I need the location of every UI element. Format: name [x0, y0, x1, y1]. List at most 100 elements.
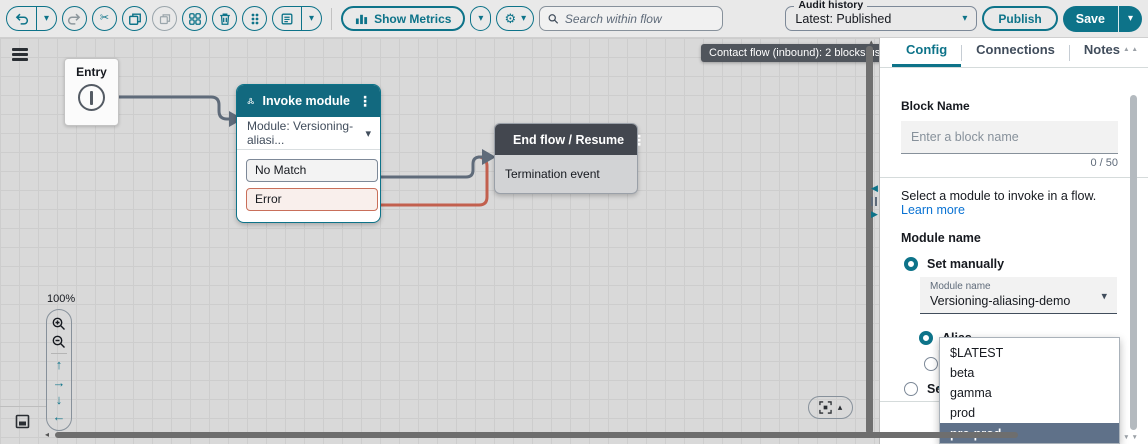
char-counter: 0 / 50 — [1090, 157, 1118, 169]
end-flow-header[interactable]: End flow / Resume ⋮ — [495, 124, 646, 155]
search-input[interactable] — [564, 11, 715, 26]
minimap-toggle[interactable]: ▴ — [808, 396, 853, 419]
paste-button[interactable] — [152, 6, 178, 31]
invoke-module-header[interactable]: Invoke module ⋮ — [237, 85, 380, 117]
pan-right-button[interactable]: → — [52, 374, 66, 390]
undo-dropdown-button[interactable]: ▾ — [36, 7, 56, 30]
copy-icon — [128, 12, 141, 25]
radio-set-manually[interactable] — [904, 257, 918, 271]
drag-dots-icon — [251, 13, 258, 24]
notes-button[interactable] — [273, 7, 301, 30]
delete-button[interactable] — [212, 6, 238, 31]
module-dropdown-label: Module name — [930, 281, 991, 292]
module-selector-row[interactable]: Module: Versioning-aliasi... ▾ — [237, 117, 380, 150]
set-manually-label: Set manually — [927, 257, 1005, 271]
audit-history-value: Latest: Published — [795, 11, 892, 26]
output-error[interactable]: Error — [246, 188, 378, 211]
undo-icon — [15, 13, 28, 25]
module-icon — [247, 97, 254, 104]
chevron-down-icon: ▾ — [1101, 290, 1107, 303]
invoke-module-title: Invoke module — [262, 94, 350, 108]
panel-vertical-scrollbar[interactable] — [1130, 95, 1137, 430]
page-horizontal-scrollbar[interactable] — [55, 432, 1018, 438]
paste-icon — [159, 13, 170, 24]
radio-alias[interactable] — [919, 331, 933, 345]
dock-divider — [0, 406, 46, 407]
invoke-module-block[interactable]: Invoke module ⋮ Module: Versioning-alias… — [236, 84, 381, 223]
block-name-input[interactable] — [901, 121, 1118, 154]
tab-connections[interactable]: Connections — [976, 42, 1055, 57]
arrange-blocks-button[interactable] — [182, 6, 208, 31]
toggle-palette-button[interactable] — [15, 414, 30, 429]
panel-scroll-top-icon[interactable]: ▲▲ — [1123, 46, 1140, 53]
module-name-dropdown[interactable]: Module name Versioning-aliasing-demo ▾ — [920, 277, 1117, 314]
notes-dropdown-button[interactable]: ▾ — [301, 7, 321, 30]
canvas-scroll-up-icon[interactable]: ▴ — [869, 39, 873, 46]
chevron-down-icon: ▾ — [521, 12, 527, 24]
set-manually-option: Set manually — [904, 257, 1126, 271]
tab-config[interactable]: Config — [892, 36, 962, 67]
collapse-left-icon[interactable]: ◀ — [871, 183, 878, 193]
panel-scroll-bottom-icon[interactable]: ▼▼ — [1123, 434, 1140, 441]
block-name-label: Block Name — [901, 99, 970, 113]
bar-chart-icon — [355, 14, 368, 25]
module-dropdown-value: Versioning-aliasing-demo — [930, 294, 1071, 308]
module-description: Select a module to invoke in a flow. Lea… — [901, 189, 1126, 217]
kebab-menu-icon[interactable]: ⋮ — [632, 131, 647, 148]
entry-block[interactable]: Entry — [64, 58, 119, 126]
drag-handle-button[interactable] — [242, 6, 268, 31]
undo-button[interactable] — [7, 7, 36, 30]
end-flow-block[interactable]: End flow / Resume ⋮ Termination event — [494, 123, 646, 194]
copy-button[interactable] — [122, 6, 148, 31]
canvas-vertical-scrollbar[interactable] — [866, 46, 873, 434]
entry-point-icon — [78, 84, 105, 111]
grid-icon — [188, 12, 201, 25]
radio-set-dynamically[interactable] — [904, 382, 918, 396]
chevron-down-icon: ▾ — [962, 12, 968, 24]
flow-type-tooltip: Contact flow (inbound): 2 blocks used — [701, 44, 901, 62]
show-metrics-button[interactable]: Show Metrics — [341, 6, 466, 31]
audit-history-select[interactable]: Audit history Latest: Published ▾ — [785, 0, 978, 31]
pan-up-button[interactable]: ↑ — [55, 357, 63, 373]
hscroll-left-icon[interactable]: ◂ — [45, 430, 50, 439]
gear-icon: ⚙ — [504, 11, 517, 26]
settings-button[interactable]: ⚙ ▾ — [496, 6, 535, 31]
canvas-nav-controls: ↑ → ↓ ← — [46, 309, 72, 431]
option-prod[interactable]: prod — [950, 406, 976, 420]
publish-button[interactable]: Publish — [982, 6, 1058, 31]
redo-icon — [68, 13, 81, 25]
zoom-in-button[interactable] — [52, 317, 66, 331]
pan-left-button[interactable]: ← — [52, 408, 66, 424]
option-gamma[interactable]: gamma — [950, 386, 992, 400]
kebab-menu-icon[interactable]: ⋮ — [358, 93, 372, 109]
pan-down-button[interactable]: ↓ — [55, 391, 63, 407]
save-dropdown-button[interactable]: ▾ — [1117, 5, 1142, 32]
undo-split-button: ▾ — [6, 6, 58, 31]
cut-button[interactable]: ✂ — [92, 6, 118, 31]
version-option — [924, 357, 938, 371]
show-metrics-label: Show Metrics — [374, 11, 452, 26]
chevron-down-icon: ▾ — [44, 12, 50, 24]
tab-divider — [961, 44, 963, 61]
resize-grip[interactable] — [871, 197, 878, 206]
nav-divider — [51, 353, 67, 355]
metrics-dropdown-button[interactable]: ▾ — [470, 6, 492, 31]
chevron-down-icon: ▾ — [478, 12, 484, 24]
panel-resize-controls: ◀ ▶ — [871, 184, 878, 219]
output-no-match[interactable]: No Match — [246, 159, 378, 182]
save-button[interactable]: Save — [1063, 6, 1118, 32]
tab-notes[interactable]: Notes — [1083, 42, 1121, 57]
entry-label: Entry — [76, 65, 107, 79]
learn-more-link[interactable]: Learn more — [901, 203, 965, 217]
radio-version[interactable] — [924, 357, 938, 371]
redo-button[interactable] — [62, 6, 88, 31]
publish-label: Publish — [998, 11, 1042, 26]
zoom-out-button[interactable] — [52, 335, 66, 349]
flow-canvas[interactable]: Entry Invoke module ⋮ Module: Versioning… — [0, 38, 901, 444]
expand-right-icon[interactable]: ▶ — [871, 209, 878, 219]
blocks-menu-button[interactable] — [12, 48, 28, 63]
option-latest[interactable]: $LATEST — [950, 346, 1004, 360]
zoom-level: 100% — [47, 293, 76, 305]
toolbar: ▾ ✂ ▾ Show Metrics — [0, 0, 1148, 38]
option-beta[interactable]: beta — [950, 366, 975, 380]
